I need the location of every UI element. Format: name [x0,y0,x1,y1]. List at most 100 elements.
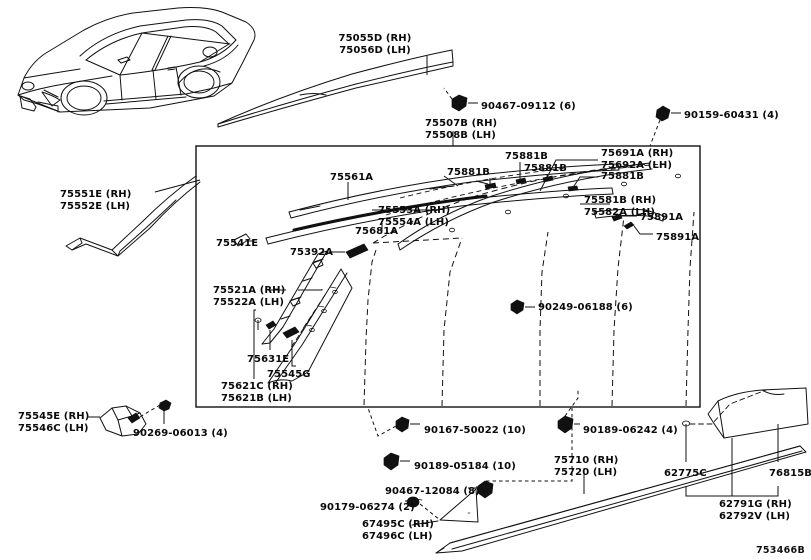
part-label-mirror-cover-67495c: 67495C (RH)67496C (LH) [362,519,434,542]
part-label-screw-90269-06013: 90269-06013 (4) [133,428,228,440]
part-number-text: 75055D (RH) [338,33,412,44]
weatherstrip-75681a-part [292,194,488,232]
part-label-clip-75392a: 75392A [290,247,333,259]
part-number-text: 75507B (RH) [425,118,498,129]
part-number-text: 76815B [769,468,811,479]
part-number-text: 75545E (RH) [18,411,90,422]
body-side-dashed-outline [363,163,695,407]
part-label-pillar-cover-75621c: 75621C (RH)75621B (LH) [221,381,293,404]
clip-75881b-part-1 [475,178,497,190]
part-number-text: 75554A (LH) [378,216,449,228]
part-label-clip-62775c: 62775C [664,468,707,480]
windshield-moulding-part [65,175,201,257]
part-number-text: 75546C (LH) [18,422,89,434]
leader-75881b-right [571,176,598,190]
cover-holes [309,289,338,332]
part-number-text: 67495C (RH) [362,519,434,530]
part-number-text: 62791G (RH) [719,499,792,510]
part-number-text: 67496C (LH) [362,530,433,542]
part-label-bracket-75545e: 75545E (RH)75546C (LH) [18,411,89,434]
part-label-clip-75881B-left: 75881B [447,167,490,179]
moulding-end-75541e-part [233,233,255,247]
part-number-text: 90179-06274 (2) [320,502,415,513]
part-number-text: 75621C (RH) [221,381,293,392]
leader-75521a [298,289,323,291]
part-label-clip-90467-09112: 90467-09112 (6) [481,101,576,113]
clip-75631e-part [254,317,277,350]
part-label-garnish-76815b: 76815B [769,468,811,480]
part-label-windshield-moulding: 75551E (RH)75552E (LH) [60,189,131,212]
part-number-text: 75522A (LH) [213,296,284,308]
clip-90189-05184-part [383,452,410,471]
part-label-clip-90249-06188: 90249-06188 (6) [538,302,633,314]
part-number-text: 75691A (RH) [601,148,674,159]
part-number-text: 75553A (RH) [378,205,451,216]
fastener-90269-06013 [137,399,172,424]
part-number-text: 62792V (LH) [719,510,790,522]
leader-75881b-left [443,175,459,187]
part-label-weatherstrip-75681a: 75681A [355,226,398,238]
quarter-garnish-75581b-part [593,208,665,222]
part-label-screw-90179-06274: 90179-06274 (2) [320,502,415,514]
part-number-text: 90167-50022 (10) [424,425,526,436]
part-number-text: 90467-12084 (8) [385,486,480,497]
pillar-cover-75621c-part [267,268,353,384]
body-side-holes [448,173,682,233]
part-label-clip-90467-12084: 90467-12084 (8) [385,486,480,498]
roof-drip-moulding-part [217,49,454,128]
part-number-text: 75710 (RH) [554,455,619,466]
part-number-text: 75681A [355,226,399,237]
part-number-text: 75545G [267,369,311,380]
part-number-text: 62775C [664,468,707,479]
part-label-quarter-panel-62791g: 62791G (RH)62792V (LH) [719,499,792,522]
clip-75392a-part [329,243,369,259]
part-label-moulding-end-75541e: 75541E [216,238,258,250]
retainer-75891a-part-1 [611,213,637,222]
part-number-text: 75881B [447,167,491,178]
part-label-clip-75545g: 75545G [267,369,311,381]
clip-75881b-part-4 [567,185,579,192]
rocker-moulding-75710-part [435,445,807,554]
clip-90249-06188-part [510,299,535,315]
clip-90189-06242-part [557,390,580,434]
part-label-rocker-moulding-75710: 75710 (RH)75720 (LH) [554,455,618,478]
leader-75551e [154,179,201,193]
retainer-75891a-part-2 [623,221,653,235]
bracket-75545e-part [99,405,147,437]
part-label-clip-90189-06242: 90189-06242 (4) [583,425,678,437]
part-number-text: 75582A (LH) [584,206,655,218]
leader-75621c [253,309,256,379]
part-number-text: 75508B (LH) [425,129,496,141]
part-number-text: 75521A (RH) [213,285,286,296]
fastener-90159-60431 [649,105,681,147]
part-label-screw-90159-60431: 90159-60431 (4) [684,110,779,122]
body-side-solid [397,162,653,251]
quarter-panel-62791g-part [682,387,809,439]
part-number-text: 75621B (LH) [221,392,292,404]
part-label-clip-75881B-right: 75881B [601,171,644,183]
part-number-text: 75541E [216,238,259,249]
quarter-panel-dimension-brace [685,424,779,497]
clip-75545g-part [282,326,300,367]
fastener-90179-06274-part [405,496,441,521]
part-number-text: 75056D (LH) [339,44,411,56]
part-number-text: 75392A [290,247,334,258]
part-label-clip-75881B-mid-2: 75881B [524,163,567,175]
part-number-text: 75881B [524,163,568,174]
fastener-90467-09112 [443,87,478,112]
part-number-text: 90189-05184 (10) [414,461,516,472]
mirror-cover-67495c-part [411,488,479,526]
part-label-clip-75631e: 75631E [247,354,289,366]
part-number-text: 75881B [505,151,549,162]
part-number-text: 90159-60431 (4) [684,110,779,121]
part-number-text: 75881B [601,171,645,182]
part-label-quarter-garnish-75581b: 75581B (RH)75582A (LH) [584,195,656,218]
diagram-id: 753466B [755,545,805,556]
detail-panel-border [195,145,701,408]
clip-90167-50022-part [367,407,420,437]
part-number-text: 75581B (RH) [584,195,657,206]
body-side-grid [385,163,665,216]
part-number-text: 75631E [247,354,290,365]
part-number-text: 75552E (LH) [60,200,131,212]
